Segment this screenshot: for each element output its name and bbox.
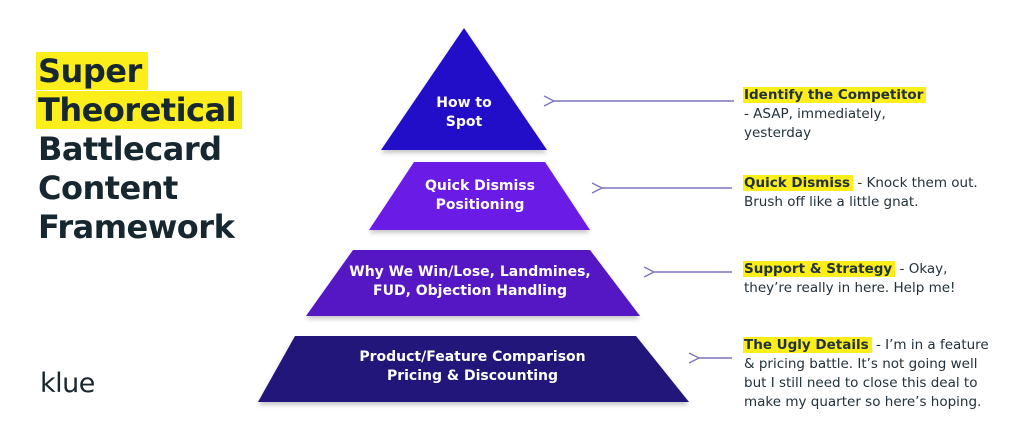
tier-3-label: Why We Win/Lose, Landmines, FUD, Objecti… (320, 263, 620, 301)
tier-3-label-line: Why We Win/Lose, Landmines, (349, 264, 591, 280)
note-text: - Okay, they’re really in here. Help me! (744, 261, 956, 296)
title-line-3: Battlecard (38, 130, 222, 168)
page-title: Super Theoretical Battlecard Content Fra… (36, 52, 243, 247)
title-line-5: Framework (38, 208, 235, 246)
tier-2-label-line: Positioning (435, 197, 525, 213)
tier-4-label: Product/Feature Comparison Pricing & Dis… (300, 348, 645, 386)
note-text: - Knock them out. Brush off like a littl… (744, 175, 978, 210)
note-key: The Ugly Details (743, 337, 872, 353)
note-key: Identify the Competitor (743, 87, 927, 103)
title-line-1: Super (36, 52, 242, 91)
title-highlight: Super (36, 52, 148, 90)
note-key: Quick Dismiss (743, 175, 854, 191)
tier-4-label-line: Pricing & Discounting (386, 368, 559, 384)
tier-2-label: Quick Dismiss Positioning (380, 177, 580, 215)
note-ugly-details: The Ugly Details - I’m in a feature & pr… (743, 336, 989, 412)
title-line-4: Content (38, 169, 178, 207)
tier-4-label-line: Product/Feature Comparison (359, 349, 586, 365)
tier-1-label-line: How to (436, 95, 492, 111)
pyramid-tier-1-triangle (381, 28, 547, 150)
pyramid-tier-3-trapezoid (306, 250, 640, 316)
title-line-2: Theoretical (36, 91, 243, 130)
pyramid-tier-2-trapezoid (369, 162, 590, 230)
note-support-strategy: Support & Strategy - Okay, they’re reall… (743, 260, 969, 298)
title-highlight: Theoretical (36, 91, 243, 129)
tier-1-label-line: Spot (445, 114, 483, 130)
note-text: - ASAP, immediately, yesterday (744, 106, 886, 141)
tier-2-label-line: Quick Dismiss (425, 178, 535, 194)
klue-logo: klue (40, 368, 95, 399)
note-identify-competitor: Identify the Competitor - ASAP, immediat… (743, 86, 934, 143)
note-quick-dismiss: Quick Dismiss - Knock them out. Brush of… (743, 174, 979, 212)
pyramid-tier-4-trapezoid (258, 336, 689, 402)
note-key: Support & Strategy (743, 261, 896, 277)
tier-1-label: How to Spot (404, 94, 524, 132)
note-text: - I’m in a feature & pricing battle. It’… (744, 337, 989, 410)
tier-3-label-line: FUD, Objection Handling (373, 283, 567, 299)
